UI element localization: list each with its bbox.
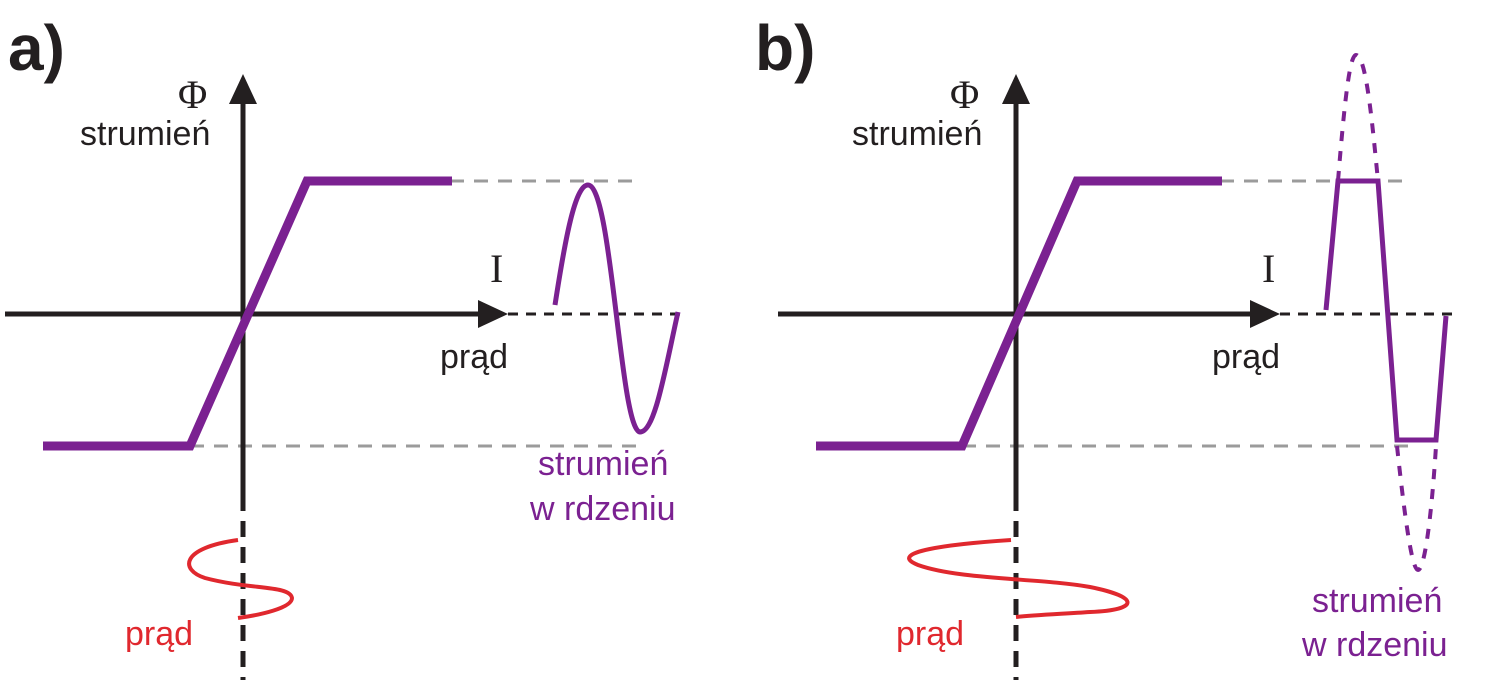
input-current-label: prąd [896, 615, 964, 653]
flux-symbol: Φ [950, 72, 979, 117]
current-axis-label: prąd [1212, 338, 1280, 376]
input-current-label: prąd [125, 615, 193, 653]
current-axis-arrowhead [478, 300, 508, 328]
panel-a: a) Φ strumień I prąd strumień w rdzeniu … [5, 12, 681, 680]
current-symbol: I [490, 246, 503, 291]
flux-axis-label: strumień [852, 115, 982, 153]
core-flux-waveform [1323, 178, 1449, 443]
unsaturated-flux-waveform [1336, 52, 1380, 182]
input-current-waveform [187, 538, 295, 620]
current-axis-label: prąd [440, 338, 508, 376]
core-flux-waveform [552, 182, 681, 435]
flux-axis-arrowhead [1002, 74, 1030, 104]
core-flux-label-line1: strumień [538, 445, 668, 483]
panel-b: b) Φ strumień I prąd strumień w rdzeniu … [755, 12, 1455, 680]
magnetization-curve [816, 176, 1222, 451]
unsaturated-flux-waveform [1395, 445, 1438, 573]
core-flux-label-line2: w rdzeniu [529, 490, 676, 528]
current-axis-arrowhead [1250, 300, 1280, 328]
input-current-waveform [907, 538, 1130, 619]
flux-axis-arrowhead [229, 74, 257, 104]
core-flux-label-line1: strumień [1312, 582, 1442, 620]
magnetization-curve [43, 176, 452, 451]
flux-axis-label: strumień [80, 115, 210, 153]
panel-a-label: a) [8, 12, 65, 84]
core-flux-label-line2: w rdzeniu [1301, 626, 1448, 664]
flux-symbol: Φ [178, 72, 207, 117]
panel-b-label: b) [755, 12, 815, 84]
current-symbol: I [1262, 246, 1275, 291]
